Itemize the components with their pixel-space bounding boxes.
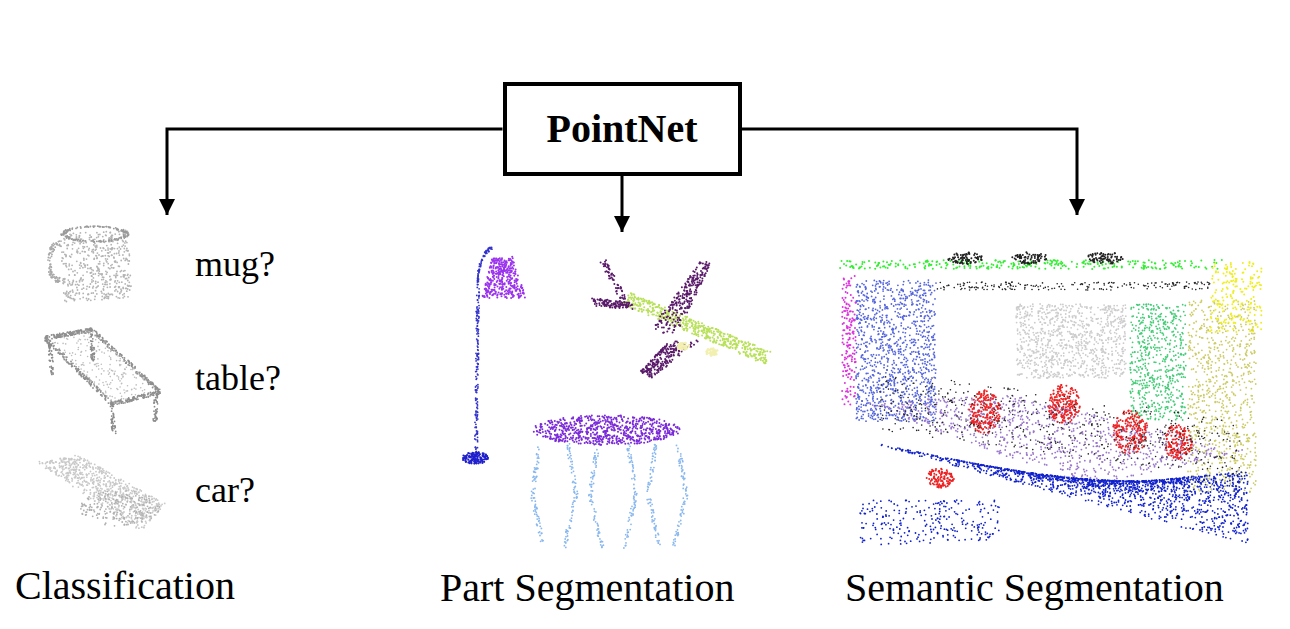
- diagram-stage: PointNetmug?table?car?ClassificationPart…: [0, 0, 1290, 629]
